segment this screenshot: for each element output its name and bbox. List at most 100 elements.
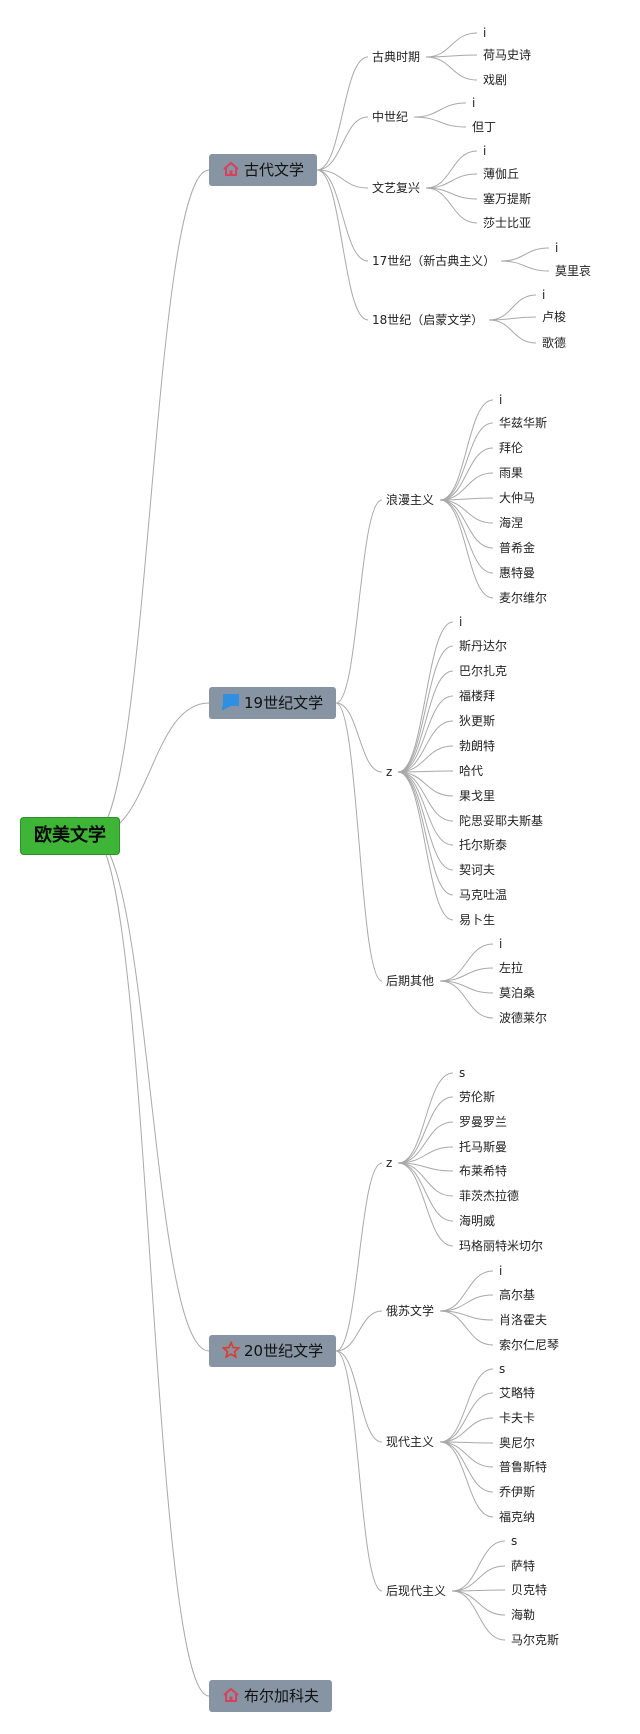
leaf-node[interactable]: 波德莱尔: [499, 1010, 547, 1026]
leaf-node-label: 契诃夫: [459, 863, 496, 877]
leaf-node[interactable]: i: [483, 143, 486, 159]
leaf-node[interactable]: 乔伊斯: [499, 1484, 535, 1500]
category-node[interactable]: 现代主义: [386, 1434, 434, 1450]
leaf-node-label: 果戈里: [459, 789, 496, 803]
leaf-node[interactable]: i: [499, 1263, 502, 1279]
leaf-node[interactable]: 左拉: [499, 960, 523, 976]
leaf-node[interactable]: 肖洛霍夫: [499, 1312, 547, 1328]
leaf-connector: [397, 771, 454, 896]
leaf-node[interactable]: 福克纳: [499, 1509, 535, 1525]
leaf-node[interactable]: 勃朗特: [459, 738, 495, 754]
branch-node[interactable]: 布尔加科夫: [209, 1680, 333, 1712]
leaf-node[interactable]: 卡夫卡: [499, 1410, 535, 1426]
leaf-node[interactable]: 托尔斯泰: [459, 837, 507, 853]
leaf-node-label: 福克纳: [499, 1510, 536, 1524]
leaf-node[interactable]: 萨特: [511, 1558, 535, 1574]
leaf-connector: [397, 771, 454, 822]
leaf-node[interactable]: 贝克特: [511, 1582, 547, 1598]
leaf-node[interactable]: 华兹华斯: [499, 415, 547, 431]
leaf-node-label: 萨特: [511, 1559, 536, 1573]
leaf-node[interactable]: s: [459, 1065, 465, 1081]
leaf-node-label: i: [499, 1264, 503, 1278]
category-node[interactable]: 俄苏文学: [386, 1303, 434, 1319]
leaf-node[interactable]: 马尔克斯: [511, 1632, 559, 1648]
leaf-node[interactable]: 布莱希特: [459, 1163, 507, 1179]
leaf-node[interactable]: 罗曼罗兰: [459, 1114, 507, 1130]
leaf-connector: [451, 1565, 506, 1592]
leaf-node[interactable]: 海勒: [511, 1607, 535, 1623]
category-node[interactable]: 18世纪（启蒙文学）: [372, 312, 483, 328]
leaf-node[interactable]: 巴尔扎克: [459, 663, 507, 679]
category-node[interactable]: 古典时期: [372, 49, 420, 65]
leaf-node[interactable]: 卢梭: [542, 309, 566, 325]
leaf-node[interactable]: 莫泊桑: [499, 985, 535, 1001]
leaf-node-label: i: [555, 241, 559, 255]
category-node[interactable]: 浪漫主义: [386, 492, 434, 508]
branch-node[interactable]: 古代文学: [209, 154, 318, 186]
leaf-node[interactable]: s: [511, 1533, 517, 1549]
leaf-node-label: s: [499, 1362, 506, 1376]
leaf-node[interactable]: 薄伽丘: [483, 166, 519, 182]
leaf-node[interactable]: 艾略特: [499, 1385, 535, 1401]
leaf-node[interactable]: i: [555, 240, 558, 256]
leaf-node[interactable]: 普鲁斯特: [499, 1459, 547, 1475]
leaf-node-label: 雨果: [499, 466, 524, 480]
leaf-node-label: 波德莱尔: [499, 1011, 548, 1025]
leaf-node[interactable]: i: [483, 25, 486, 41]
category-node[interactable]: 17世纪（新古典主义）: [372, 253, 495, 269]
leaf-node[interactable]: 果戈里: [459, 788, 495, 804]
leaf-node-label: 卢梭: [542, 310, 567, 324]
leaf-node[interactable]: 大仲马: [499, 490, 535, 506]
root-node[interactable]: 欧美文学: [20, 817, 120, 855]
leaf-node[interactable]: 陀思妥耶夫斯基: [459, 813, 543, 829]
leaf-node[interactable]: 戏剧: [483, 72, 507, 88]
leaf-node[interactable]: 麦尔维尔: [499, 590, 547, 606]
leaf-connector: [397, 1162, 454, 1197]
category-node[interactable]: 后现代主义: [386, 1583, 446, 1599]
leaf-node[interactable]: 索尔仁尼琴: [499, 1337, 559, 1353]
leaf-node[interactable]: i: [542, 287, 545, 303]
leaf-node[interactable]: 菲茨杰拉德: [459, 1188, 519, 1204]
leaf-node[interactable]: i: [499, 392, 502, 408]
leaf-node[interactable]: 莎士比亚: [483, 215, 531, 231]
leaf-node[interactable]: s: [499, 1361, 505, 1377]
category-node[interactable]: z: [386, 764, 392, 780]
branch-node[interactable]: 19世纪文学: [209, 687, 337, 719]
leaf-connector: [451, 1540, 506, 1592]
leaf-node[interactable]: 狄更斯: [459, 713, 495, 729]
category-node[interactable]: 中世纪: [372, 109, 408, 125]
leaf-node[interactable]: 塞万提斯: [483, 191, 531, 207]
leaf-node[interactable]: 但丁: [472, 119, 496, 135]
leaf-node[interactable]: 海涅: [499, 515, 523, 531]
leaf-node[interactable]: 福楼拜: [459, 688, 495, 704]
leaf-node[interactable]: 契诃夫: [459, 862, 495, 878]
leaf-node[interactable]: 荷马史诗: [483, 47, 531, 63]
leaf-node[interactable]: 哈代: [459, 763, 483, 779]
leaf-node[interactable]: 高尔基: [499, 1287, 535, 1303]
leaf-node[interactable]: 斯丹达尔: [459, 638, 507, 654]
leaf-node[interactable]: 雨果: [499, 465, 523, 481]
leaf-node[interactable]: i: [472, 95, 475, 111]
leaf-node[interactable]: 莫里哀: [555, 263, 591, 279]
leaf-node[interactable]: 马克吐温: [459, 887, 507, 903]
category-node[interactable]: 后期其他: [386, 973, 434, 989]
leaf-node[interactable]: i: [459, 614, 462, 630]
leaf-node[interactable]: 普希金: [499, 540, 535, 556]
branch-node[interactable]: 20世纪文学: [209, 1335, 337, 1367]
category-node-label: 后现代主义: [386, 1584, 447, 1598]
category-node[interactable]: z: [386, 1155, 392, 1171]
leaf-node[interactable]: 奥尼尔: [499, 1435, 535, 1451]
leaf-connector: [397, 1162, 454, 1222]
leaf-node[interactable]: i: [499, 936, 502, 952]
leaf-node[interactable]: 托马斯曼: [459, 1139, 507, 1155]
leaf-node[interactable]: 劳伦斯: [459, 1089, 495, 1105]
leaf-node[interactable]: 惠特曼: [499, 565, 535, 581]
leaf-node[interactable]: 易卜生: [459, 912, 495, 928]
category-node[interactable]: 文艺复兴: [372, 180, 420, 196]
leaf-node-label: 玛格丽特米切尔: [459, 1239, 544, 1253]
leaf-node[interactable]: 歌德: [542, 335, 566, 351]
leaf-node[interactable]: 拜伦: [499, 440, 523, 456]
leaf-node[interactable]: 玛格丽特米切尔: [459, 1238, 543, 1254]
leaf-node[interactable]: 海明威: [459, 1213, 495, 1229]
category-node-label: 后期其他: [386, 974, 435, 988]
